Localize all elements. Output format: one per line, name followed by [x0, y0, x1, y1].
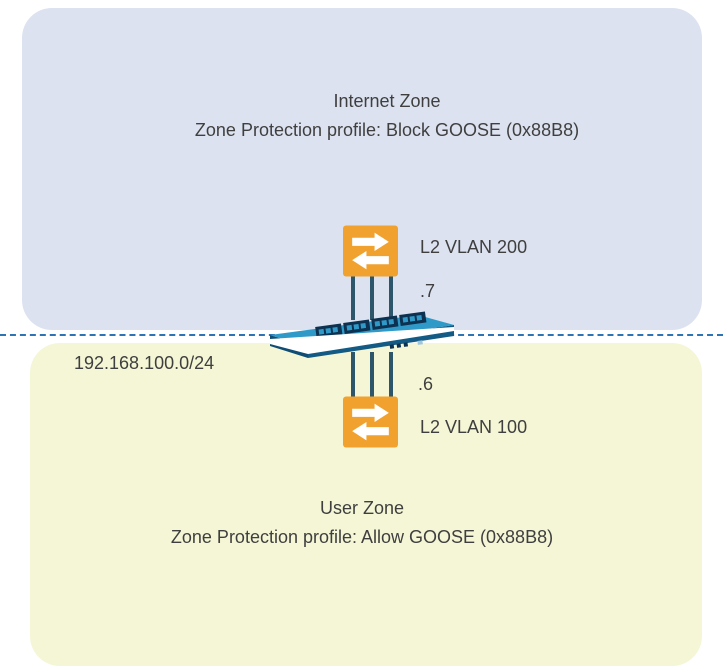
firewall-appliance-icon [268, 311, 456, 363]
user-zone-title: User Zone [319, 498, 405, 518]
subnet-label: 192.168.100.0/24 [74, 353, 215, 373]
internet-zone-region [22, 8, 702, 330]
connector-line-bottom [370, 352, 374, 398]
connector-line-bottom [389, 352, 393, 398]
vlan-100-label: L2 VLAN 100 [420, 417, 528, 437]
connector-line-top [370, 276, 374, 320]
host-address-bottom-label: .6 [418, 374, 434, 394]
connector-line-bottom [351, 352, 355, 398]
connector-line-top [351, 276, 355, 320]
l2-switch-icon-vlan100 [343, 396, 398, 448]
internet-zone-profile-label: Zone Protection profile: Block GOOSE (0x… [194, 120, 580, 140]
vlan-200-label: L2 VLAN 200 [420, 237, 528, 257]
connector-line-top [389, 276, 393, 320]
host-address-top-label: .7 [420, 281, 436, 301]
user-zone-profile-label: Zone Protection profile: Allow GOOSE (0x… [170, 527, 554, 547]
internet-zone-title: Internet Zone [333, 91, 441, 111]
l2-switch-icon-vlan200 [343, 225, 398, 277]
